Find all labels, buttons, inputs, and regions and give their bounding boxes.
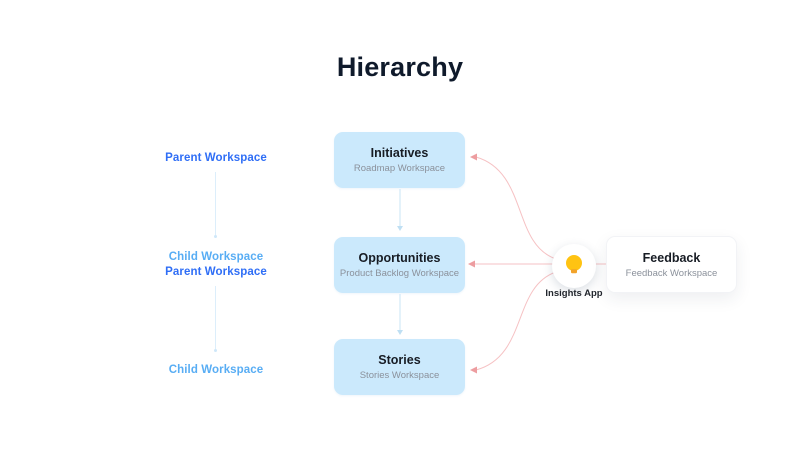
node-opportunities-subtitle: Product Backlog Workspace: [339, 268, 460, 279]
node-initiatives-subtitle: Roadmap Workspace: [353, 163, 446, 174]
node-initiatives-title: Initiatives: [370, 146, 429, 160]
node-feedback: Feedback Feedback Workspace: [606, 236, 737, 293]
left-label-child-workspace-1: Child Workspace: [168, 251, 264, 263]
insights-app-node: [552, 244, 596, 288]
left-label-child-workspace-2: Child Workspace: [168, 364, 264, 376]
left-label-parent-workspace-1: Parent Workspace: [165, 152, 267, 164]
node-feedback-subtitle: Feedback Workspace: [625, 267, 718, 279]
left-tree-line-2: [214, 286, 217, 352]
page-title: Hierarchy: [336, 52, 464, 82]
node-feedback-title: Feedback: [642, 250, 701, 265]
left-label-parent-workspace-2: Parent Workspace: [165, 266, 267, 278]
insights-wire-arrowheads: [468, 153, 477, 374]
node-opportunities-title: Opportunities: [358, 251, 441, 265]
node-stories-subtitle: Stories Workspace: [359, 370, 440, 381]
left-tree-line-1: [214, 172, 217, 238]
node-initiatives: Initiatives Roadmap Workspace: [334, 132, 465, 188]
insights-app-label: Insights App: [545, 288, 603, 299]
node-opportunities: Opportunities Product Backlog Workspace: [334, 237, 465, 293]
node-stories-title: Stories: [378, 353, 421, 367]
node-stories: Stories Stories Workspace: [334, 339, 465, 395]
lightbulb-icon: [563, 253, 585, 279]
